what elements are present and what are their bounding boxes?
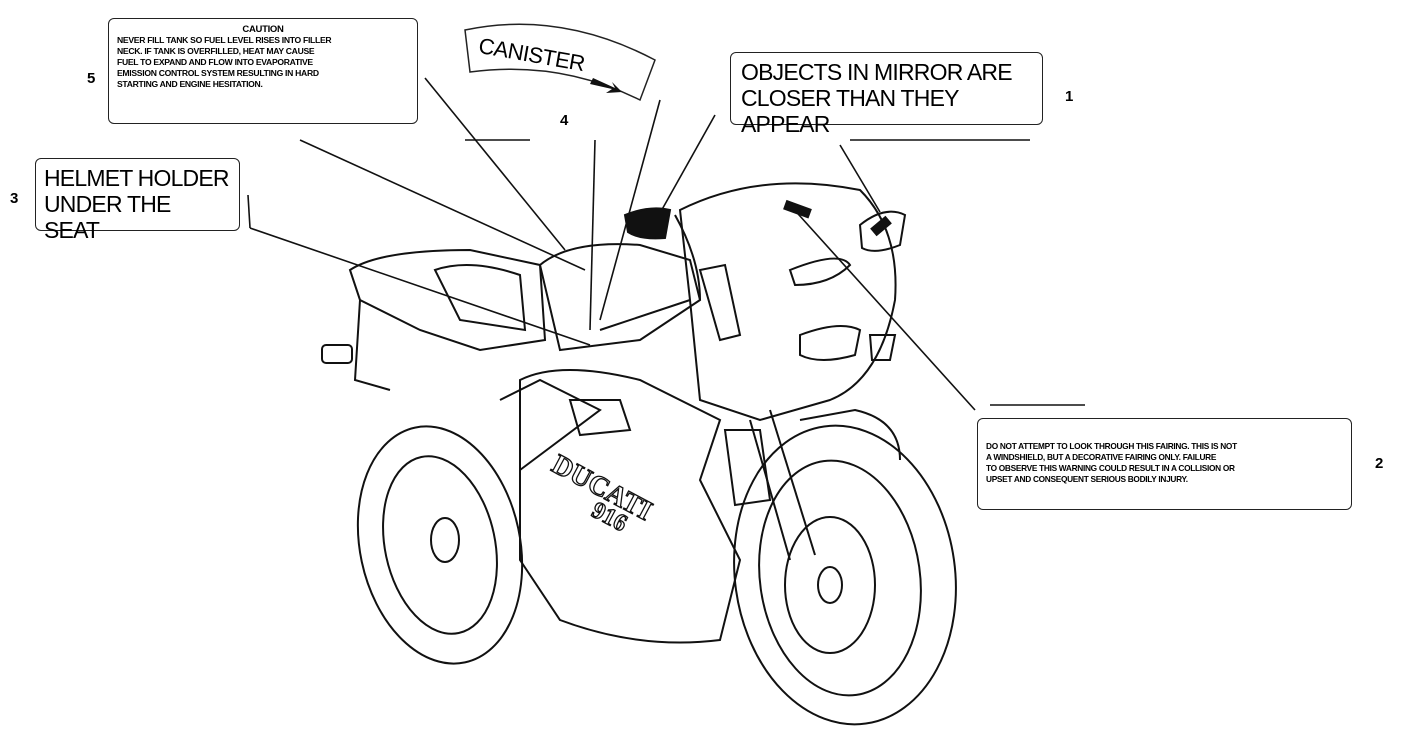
label-line: HELMET HOLDER	[44, 165, 230, 191]
callout-number-5: 5	[87, 70, 96, 87]
helmet-label-3: HELMET HOLDER UNDER THE SEAT	[35, 158, 240, 243]
label-line: OBJECTS IN MIRROR ARE	[741, 59, 1013, 85]
label-line: STARTING AND ENGINE HESITATION.	[117, 79, 263, 89]
fairing-warning-label-2: DO NOT ATTEMPT TO LOOK THROUGH THIS FAIR…	[977, 418, 1352, 510]
mirror-label-1: OBJECTS IN MIRROR ARE CLOSER THAN THEY A…	[730, 52, 1043, 137]
label-line: TO OBSERVE THIS WARNING COULD RESULT IN …	[986, 463, 1235, 473]
leader-lines	[247, 77, 1085, 411]
label-line: NECK. IF TANK IS OVERFILLED, HEAT MAY CA…	[117, 46, 315, 56]
label-line: A WINDSHIELD, BUT A DECORATIVE FAIRING O…	[986, 452, 1217, 462]
caution-title: CAUTION	[242, 24, 284, 35]
callout-number-4: 4	[560, 112, 569, 129]
callout-number-1: 1	[1065, 88, 1074, 105]
label-line: NEVER FILL TANK SO FUEL LEVEL RISES INTO…	[117, 35, 332, 45]
motorcycle-drawing	[321, 182, 957, 726]
fairing-logo: DUCATI 916	[546, 448, 658, 538]
label-line: UPSET AND CONSEQUENT SERIOUS BODILY INJU…	[986, 474, 1188, 484]
callout-number-2: 2	[1375, 455, 1384, 472]
callout-number-3: 3	[10, 190, 19, 207]
caution-label-5: CAUTION NEVER FILL TANK SO FUEL LEVEL RI…	[108, 18, 418, 124]
label-line: CLOSER THAN THEY APPEAR	[741, 85, 959, 137]
label-line: DO NOT ATTEMPT TO LOOK THROUGH THIS FAIR…	[986, 441, 1237, 451]
label-line: EMISSION CONTROL SYSTEM RESULTING IN HAR…	[117, 68, 319, 78]
label-line: UNDER THE SEAT	[44, 191, 171, 243]
canister-label-shape	[464, 23, 656, 102]
label-line: FUEL TO EXPAND AND FLOW INTO EVAPORATIVE	[117, 57, 313, 67]
arrow-right-icon	[590, 78, 622, 93]
